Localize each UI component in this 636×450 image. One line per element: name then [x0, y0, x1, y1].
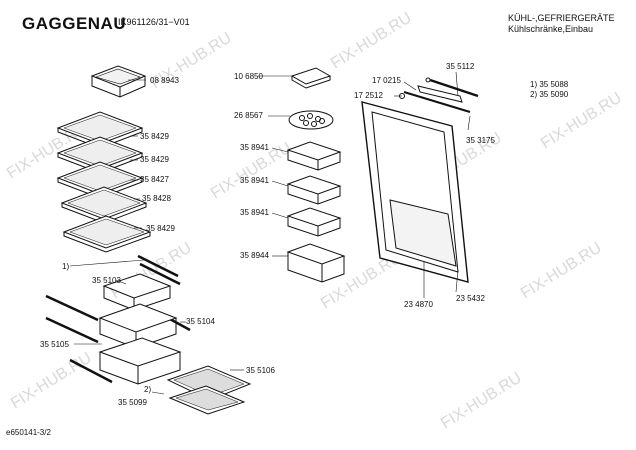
part-label: 23 4870 [404, 300, 433, 309]
door-bin [286, 175, 342, 205]
part-label: 10 6850 [234, 72, 263, 81]
door-bin [286, 141, 342, 171]
part-label: 08 8943 [150, 76, 179, 85]
part-label: 17 0215 [372, 76, 401, 85]
category-title: KÜHL-,GEFRIERGERÄTE [508, 13, 615, 23]
door-panel [361, 101, 469, 283]
footnote: 2) 35 5090 [530, 90, 569, 99]
footnote: 1) 35 5088 [530, 80, 569, 89]
part-label: 35 8941 [240, 143, 269, 152]
ice-tray [290, 67, 332, 89]
part-label: 23 5432 [456, 294, 485, 303]
part-label: 17 2512 [354, 91, 383, 100]
model-number: IK961126/31−V01 [118, 17, 190, 27]
glass-shelf [56, 136, 144, 174]
part-label: 35 3175 [466, 136, 495, 145]
glass-shelf [62, 215, 152, 253]
part-label: 35 8427 [140, 175, 169, 184]
part-label: 35 8428 [142, 194, 171, 203]
door-bin [286, 207, 342, 237]
part-label: 35 5112 [446, 62, 475, 71]
reference-mark: 2) [144, 385, 152, 394]
category-subtitle: Kühlschränke,Einbau [508, 24, 594, 34]
glass-shelf [60, 186, 148, 224]
part-label: 35 8941 [240, 208, 269, 217]
egg-holder [288, 110, 334, 130]
part-label: 35 5105 [40, 340, 69, 349]
door-hinge [399, 77, 479, 113]
part-label: 35 8944 [240, 251, 269, 260]
drawing-id: e650141-3/2 [6, 428, 51, 437]
brand-logo: GAGGENAU [22, 14, 127, 33]
part-label: 35 8429 [140, 132, 169, 141]
tray-part [90, 65, 147, 98]
part-label: 35 5106 [246, 366, 275, 375]
part-label: 35 8429 [140, 155, 169, 164]
part-label: 35 5099 [118, 398, 147, 407]
vent-grille [166, 365, 252, 415]
reference-mark: 1) [62, 262, 70, 271]
glass-shelf [56, 161, 144, 199]
shelf-rail [45, 254, 191, 384]
crisper-drawer [98, 337, 182, 385]
part-label: 26 8567 [234, 111, 263, 120]
part-label: 35 5104 [186, 317, 215, 326]
part-label: 35 8941 [240, 176, 269, 185]
door-bin [286, 243, 346, 283]
part-label: 35 5103 [92, 276, 121, 285]
part-label: 35 8429 [146, 224, 175, 233]
